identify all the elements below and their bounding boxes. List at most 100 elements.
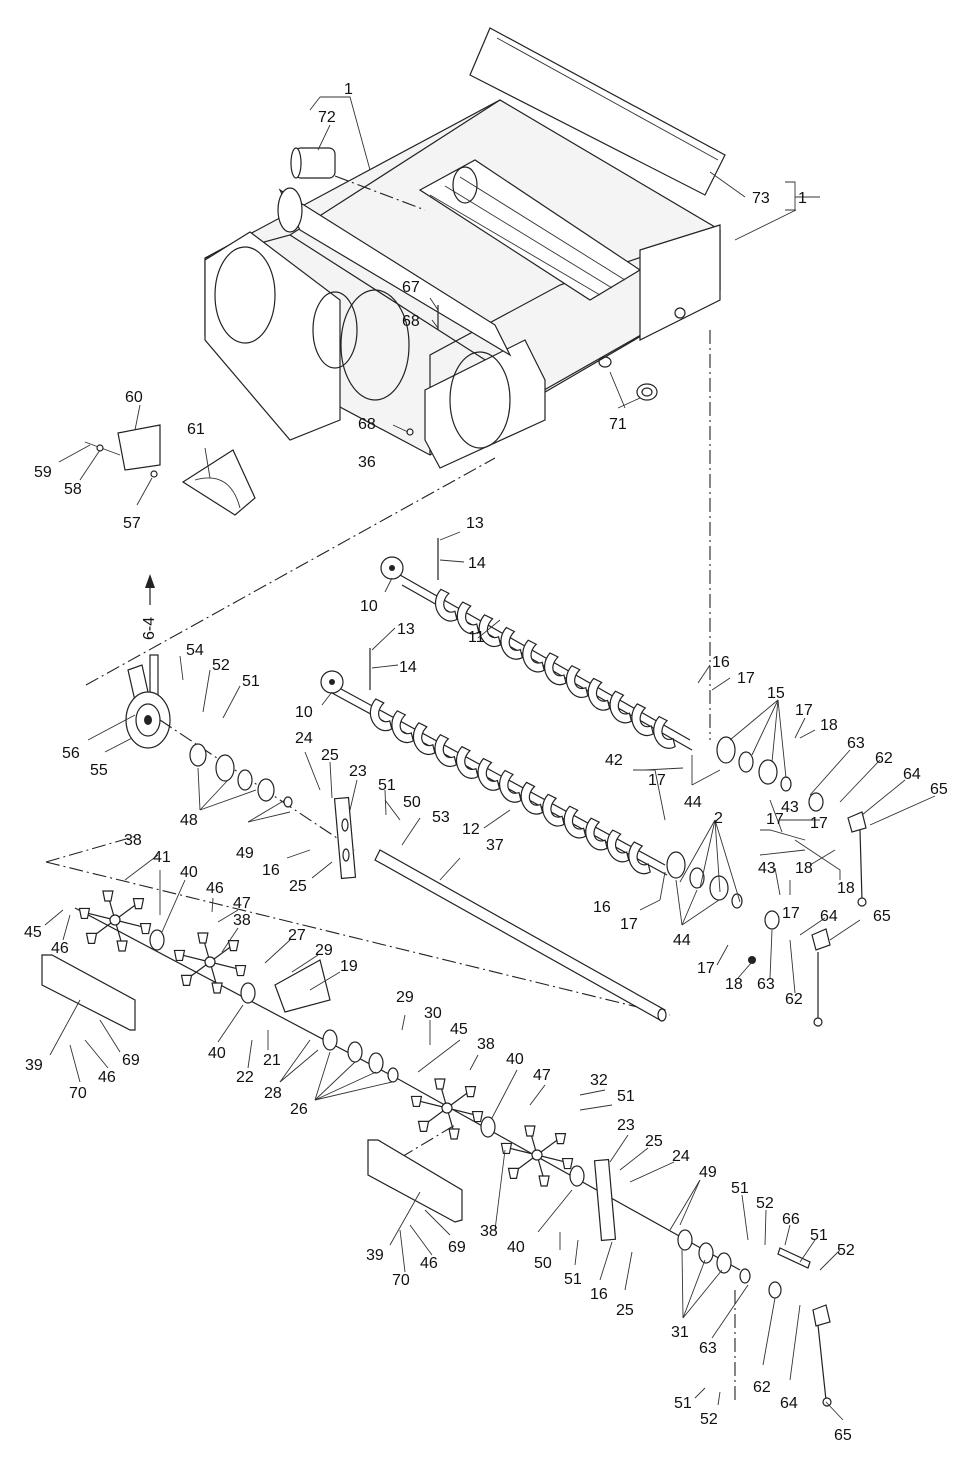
callout-64c: 64 — [780, 1395, 798, 1412]
callout-24a: 24 — [295, 730, 313, 747]
callout-37: 37 — [486, 837, 504, 854]
lower-auger-flight — [606, 829, 630, 863]
callout-25a: 25 — [321, 747, 339, 764]
upper-auger-flight — [609, 690, 633, 724]
lower-auger-flight — [477, 757, 501, 791]
callout-16b: 16 — [712, 654, 730, 671]
callout-64a: 64 — [903, 766, 921, 783]
callout-51g: 51 — [674, 1395, 692, 1412]
callout-39b: 39 — [366, 1247, 384, 1264]
housing-assembly — [204, 27, 726, 469]
callout-41: 41 — [153, 849, 171, 866]
callout-63c: 63 — [699, 1340, 717, 1357]
callout-52c: 52 — [837, 1242, 855, 1259]
lower-auger-flight — [628, 841, 651, 875]
callout-62b: 62 — [785, 991, 803, 1008]
left-bearing-group — [189, 743, 357, 880]
part-73-strip — [469, 27, 726, 196]
phantom-lines — [45, 330, 736, 1400]
part-71-bushing — [636, 383, 658, 401]
callout-70a: 70 — [69, 1085, 87, 1102]
callout-15: 15 — [767, 685, 785, 702]
callout-16c: 16 — [593, 899, 611, 916]
lower-auger-flight — [585, 817, 608, 851]
callout-40c: 40 — [506, 1051, 524, 1068]
paddle-star — [410, 1078, 484, 1140]
callout-6-4: 6-4 — [141, 617, 158, 640]
upper-auger-11 — [380, 538, 693, 751]
callout-23b: 23 — [617, 1117, 635, 1134]
callout-65c: 65 — [834, 1427, 852, 1444]
paddle-star — [500, 1125, 574, 1187]
callout-46b: 46 — [51, 940, 69, 957]
lower-auger-flight — [520, 781, 544, 815]
callout-18a: 18 — [820, 717, 838, 734]
callout-44b: 44 — [673, 932, 691, 949]
callout-36: 36 — [358, 454, 376, 471]
callout-24b: 24 — [672, 1148, 690, 1165]
callout-42: 42 — [605, 752, 623, 769]
lower-auger-flight — [499, 769, 522, 803]
callout-29a: 29 — [315, 942, 333, 959]
callout-23a: 23 — [349, 763, 367, 780]
callout-43b: 43 — [758, 860, 776, 877]
callout-51e: 51 — [810, 1227, 828, 1244]
callout-69a: 69 — [122, 1052, 140, 1069]
callout-13a: 13 — [466, 515, 484, 532]
lower-auger-flight — [563, 805, 587, 839]
shield-parts — [84, 424, 256, 516]
callout-45a: 45 — [24, 924, 42, 941]
callout-40b: 40 — [208, 1045, 226, 1062]
callout-66: 66 — [782, 1211, 800, 1228]
callout-46d: 46 — [420, 1255, 438, 1272]
callout-17g: 17 — [620, 916, 638, 933]
callout-61: 61 — [187, 421, 205, 438]
paddle-star — [173, 932, 247, 994]
callout-38c: 38 — [477, 1036, 495, 1053]
callout-70b: 70 — [392, 1272, 410, 1289]
callout-30: 30 — [424, 1005, 442, 1022]
callout-52a: 52 — [212, 657, 230, 674]
upper-auger-flight — [544, 652, 567, 686]
upper-auger-flight — [500, 626, 524, 660]
callout-52d: 52 — [700, 1411, 718, 1428]
callout-67: 67 — [402, 279, 420, 296]
callout-64b: 64 — [820, 908, 838, 925]
callout-17h: 17 — [697, 960, 715, 977]
upper-auger-flight — [456, 601, 480, 635]
callout-12: 12 — [462, 821, 480, 838]
callout-13b: 13 — [397, 621, 415, 638]
callout-55: 55 — [90, 762, 108, 779]
right-bearing-group-upper — [716, 736, 867, 907]
lower-auger-flight — [434, 733, 458, 767]
callout-47a: 47 — [233, 895, 251, 912]
rotor-shaft-assembly — [41, 890, 832, 1407]
callout-51f: 51 — [564, 1271, 582, 1288]
callout-38b: 38 — [233, 912, 251, 929]
upper-auger-flight — [522, 639, 545, 673]
callout-2: 2 — [714, 810, 723, 827]
callout-51a: 51 — [242, 673, 260, 690]
callout-58: 58 — [64, 481, 82, 498]
callout-1b: 1 — [798, 190, 807, 207]
callout-72: 72 — [318, 109, 336, 126]
callout-65a: 65 — [930, 781, 948, 798]
callout-51d: 51 — [731, 1180, 749, 1197]
upper-auger-flight — [435, 588, 458, 622]
lower-auger-flight — [413, 722, 436, 756]
callout-17d: 17 — [810, 815, 828, 832]
callout-73: 73 — [752, 190, 770, 207]
upper-auger-flight — [565, 664, 589, 698]
leader-lines — [44, 96, 936, 1421]
lower-auger-flight — [369, 698, 393, 732]
callout-38d: 38 — [480, 1223, 498, 1240]
lower-auger-flight — [542, 793, 565, 827]
callout-18d: 18 — [725, 976, 743, 993]
callout-43a: 43 — [781, 799, 799, 816]
upper-auger-flight — [631, 703, 654, 737]
callout-18b: 18 — [795, 860, 813, 877]
callout-22: 22 — [236, 1069, 254, 1086]
callout-69b: 69 — [448, 1239, 466, 1256]
callout-48: 48 — [180, 812, 198, 829]
